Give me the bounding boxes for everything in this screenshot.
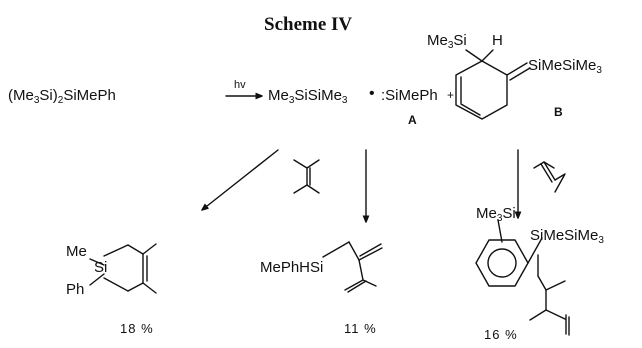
arrow-to-silole [202, 149, 279, 210]
silylene-formula: :SiMePh [381, 87, 438, 104]
intermediate-b-structure [455, 49, 531, 120]
b-exocyclic-silyl-label: SiMeSiMe3 [528, 57, 602, 76]
b-me3si-label: Me3Si [427, 32, 467, 51]
silole-ph-label: Ph [66, 281, 85, 298]
scheme-title: Scheme IV [264, 14, 353, 35]
allylsilane-structure [322, 241, 383, 293]
aryl-side-silyl-label: SiMeSiMe3 [530, 227, 604, 246]
plus-sign: + [447, 88, 455, 102]
silole-me-label: Me [66, 243, 87, 260]
aryl-me3si-label: Me3Si [476, 205, 516, 224]
intermediate-b-label: B [554, 105, 563, 119]
silole-yield: 18 % [120, 321, 154, 336]
silole-structure [89, 243, 157, 294]
b-hydrogen-label: H [492, 32, 503, 49]
silole-si-label: Si [94, 259, 108, 276]
allylsilane-yield: 11 % [344, 321, 377, 336]
bullet-separator: • [369, 85, 375, 102]
diene-reagent-left [293, 159, 320, 194]
silylene-label: A [408, 113, 417, 127]
disilane-formula: Me3SiSiMe3 [268, 87, 348, 106]
hv-label: hv [234, 79, 246, 91]
diene-reagent-right [533, 161, 566, 193]
reactant-formula: (Me3Si)2SiMePh [8, 87, 116, 106]
aryl-product-structure [475, 219, 570, 336]
aryl-product-yield: 16 % [484, 327, 518, 342]
allylsilane-label: MePhHSi [260, 259, 324, 276]
